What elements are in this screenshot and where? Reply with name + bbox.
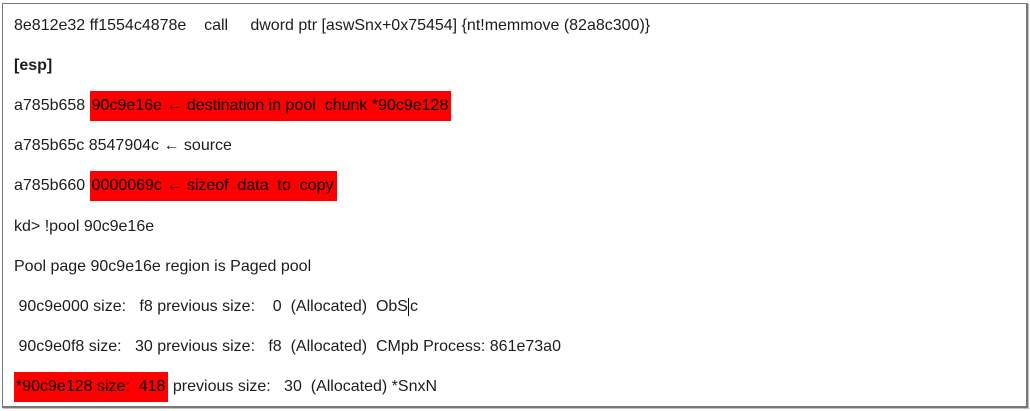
pool-entry-1-text-after-cursor: c <box>409 297 418 315</box>
stack-size-address: a785b660 <box>14 177 90 195</box>
pool-entry-3-text: previous size: 30 (Allocated) *SnxN <box>168 377 438 395</box>
kd-command-text: kd> !pool 90c9e16e <box>14 217 155 235</box>
line-stack-destination: a785b658 90c9e16e ← destination in pool … <box>14 86 1024 126</box>
pool-entry-1-text: 90c9e000 size: f8 previous size: 0 (Allo… <box>14 297 408 315</box>
line-stack-source: a785b65c 8547904c ← source <box>14 126 1024 166</box>
stack-size-highlight: 0000069c ← sizeof data to copy <box>89 171 337 202</box>
stack-destination-address: a785b658 <box>14 97 90 115</box>
line-esp-header: [esp] <box>14 46 1024 86</box>
line-pool-page-info: Pool page 90c9e16e region is Paged pool <box>14 247 1024 287</box>
pool-page-info-text: Pool page 90c9e16e region is Paged pool <box>14 257 312 275</box>
stack-source-text: a785b65c 8547904c ← source <box>14 137 232 155</box>
stack-destination-highlight: 90c9e16e ← destination in pool chunk *90… <box>89 91 452 122</box>
document-content[interactable]: 8e812e32 ff1554c4878e call dword ptr [as… <box>14 6 1024 406</box>
call-instruction-text: 8e812e32 ff1554c4878e call dword ptr [as… <box>14 17 651 35</box>
line-stack-size: a785b660 0000069c ← sizeof data to copy <box>14 166 1024 206</box>
line-call-instruction: 8e812e32 ff1554c4878e call dword ptr [as… <box>14 6 1024 46</box>
esp-header-text: [esp] <box>14 57 53 75</box>
line-pool-entry-2: 90c9e0f8 size: 30 previous size: f8 (All… <box>14 327 1024 367</box>
pool-entry-2-text: 90c9e0f8 size: 30 previous size: f8 (All… <box>14 337 561 355</box>
line-pool-entry-1: 90c9e000 size: f8 previous size: 0 (Allo… <box>14 287 1024 327</box>
pool-entry-3-highlight: *90c9e128 size: 418 <box>14 371 169 402</box>
document-border-frame: 8e812e32 ff1554c4878e call dword ptr [as… <box>2 3 1028 408</box>
line-pool-entry-3: *90c9e128 size: 418 previous size: 30 (A… <box>14 367 1024 406</box>
line-kd-command: kd> !pool 90c9e16e <box>14 206 1024 246</box>
text-cursor <box>407 297 409 316</box>
